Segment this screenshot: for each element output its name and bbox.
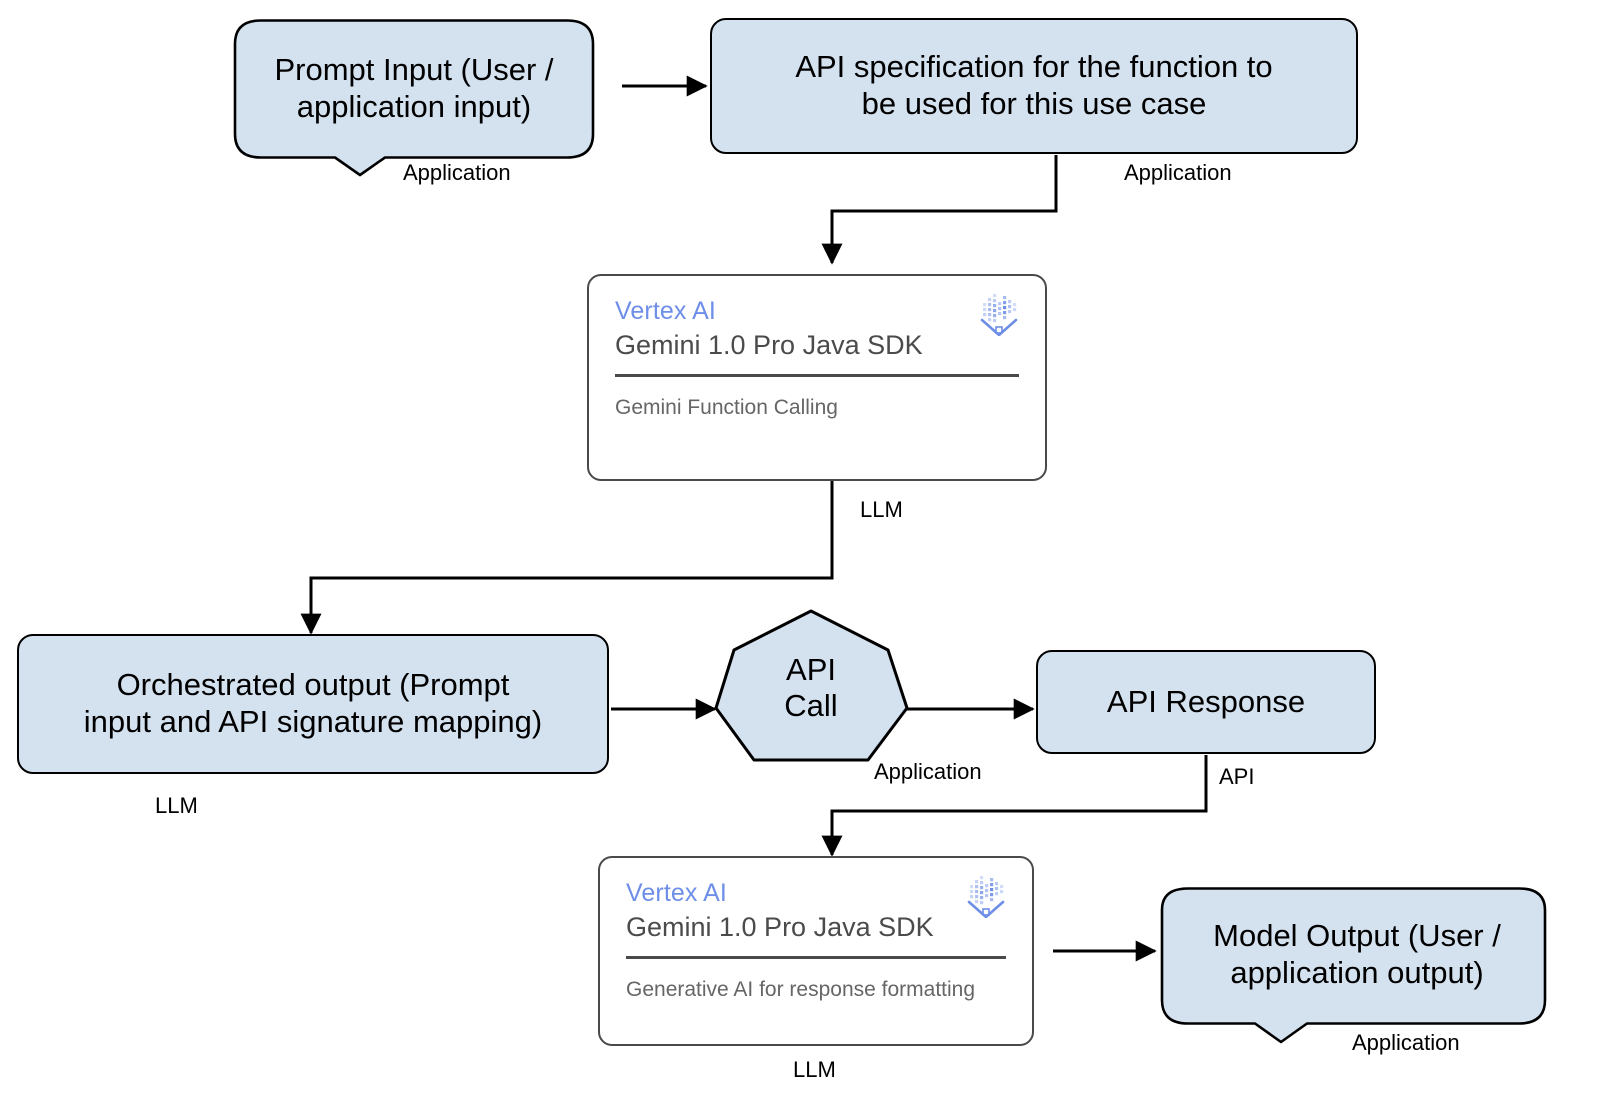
card-text-block: Vertex AI Gemini 1.0 Pro Java SDK [615,296,923,363]
label-api-response-owner: API [1219,764,1255,789]
card-title-label: Gemini 1.0 Pro Java SDK [626,912,934,943]
node-api-call[interactable]: API Call [713,608,909,768]
heptagon-shape [714,609,909,762]
card-divider [626,956,1006,960]
edge-apispec-to-functioncalling [821,155,1058,265]
card-text-block: Vertex AI Gemini 1.0 Pro Java SDK [626,878,934,945]
node-model-output-label: Model Output (User / application output) [1213,918,1501,990]
label-function-calling-owner: LLM [860,497,903,522]
label-prompt-input-owner: Application [403,160,511,185]
node-api-spec-label: API specification for the function to be… [795,49,1273,121]
node-model-output[interactable]: Model Output (User / application output) [1157,886,1557,1046]
card-header: Vertex AI Gemini 1.0 Pro Java SDK [615,294,1019,363]
node-prompt-input-label: Prompt Input (User / application input) [274,52,554,124]
label-model-output-owner: Application [1352,1030,1460,1055]
card-header: Vertex AI Gemini 1.0 Pro Java SDK [626,876,1006,945]
vertex-ai-icon [967,876,1005,918]
card-subtitle-label: Generative AI for response formatting [626,978,976,1002]
node-orchestrated-output-label: Orchestrated output (Prompt input and AP… [83,667,543,739]
node-api-call-label: API Call [784,652,838,723]
label-response-formatting-owner: LLM [793,1057,836,1082]
card-brand-label: Vertex AI [615,297,716,325]
label-orchestrated-output-owner: LLM [155,793,198,818]
node-api-response-label: API Response [1106,683,1306,719]
label-api-spec-owner: Application [1124,160,1232,185]
card-gemini-response-formatting[interactable]: Vertex AI Gemini 1.0 Pro Java SDK [598,856,1034,1046]
card-divider [615,374,1019,378]
card-subtitle-label: Gemini Function Calling [615,396,838,420]
vertex-ai-icon [980,294,1018,336]
node-api-response[interactable]: API Response [1036,650,1376,754]
callout-shape [233,19,595,177]
node-orchestrated-output[interactable]: Orchestrated output (Prompt input and AP… [17,634,609,774]
card-gemini-function-calling[interactable]: Vertex AI Gemini 1.0 Pro Java SDK [587,274,1047,481]
node-prompt-input[interactable]: Prompt Input (User / application input) [219,18,609,178]
callout-shape [1160,887,1547,1044]
card-title-label: Gemini 1.0 Pro Java SDK [615,330,923,361]
node-api-spec[interactable]: API specification for the function to be… [710,18,1358,154]
card-brand-label: Vertex AI [626,879,727,907]
label-api-call-owner: Application [874,759,982,784]
